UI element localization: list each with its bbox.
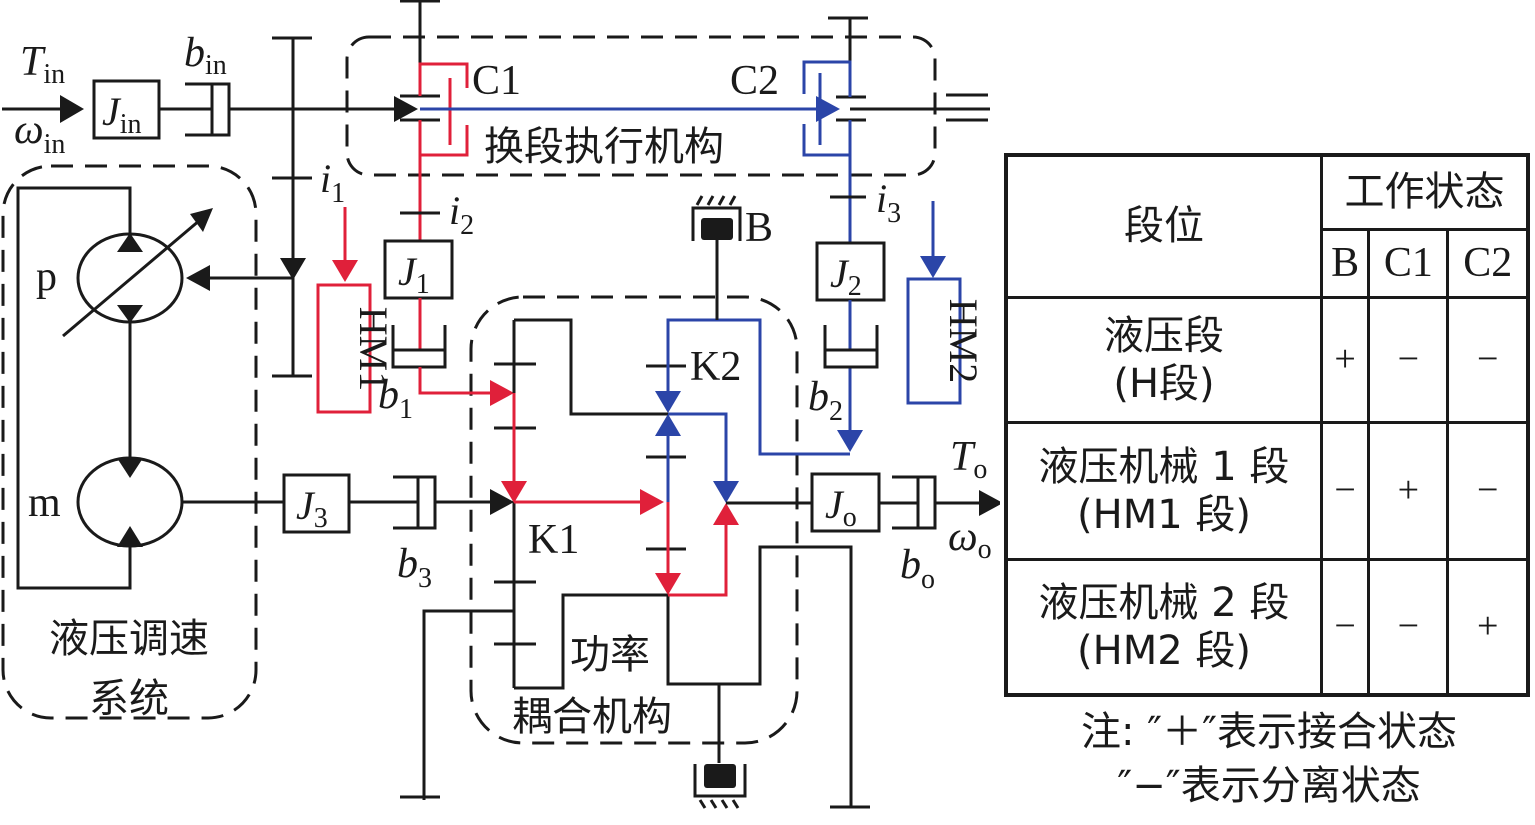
header-col-c2: C2 xyxy=(1446,227,1530,299)
hydraulic-lines xyxy=(16,186,285,590)
output-speed-label: ωo xyxy=(948,514,992,565)
damper-b3-label: b3 xyxy=(397,541,432,594)
row-label: 液压机械 1 段(HM1 段) xyxy=(1004,420,1323,561)
hydraulic-system-group xyxy=(1,164,258,720)
gear-ratio-i3: i3 xyxy=(876,176,901,229)
input-speed-label: ωin xyxy=(14,107,65,160)
row-label: 液压段(H段) xyxy=(1004,295,1323,424)
damper-b1-label: b1 xyxy=(378,372,413,425)
planetary-k2-label: K2 xyxy=(690,344,741,390)
output-inertia-label: Jo xyxy=(825,482,857,533)
hm2-label: HM2 xyxy=(941,299,986,383)
gear-ratio-i2: i2 xyxy=(449,188,474,241)
state-cell: + xyxy=(1319,295,1371,424)
clutch-c2-label: C2 xyxy=(730,58,779,104)
planetary-k1 xyxy=(400,318,870,809)
hydraulic-system-label-2: 系统 xyxy=(89,676,169,722)
gear-ratio-i1: i1 xyxy=(320,156,345,209)
state-cell: − xyxy=(1446,420,1530,561)
input-inertia-label: Jin xyxy=(102,89,142,140)
table-row-hm2: 液压机械 2 段(HM2 段) − − + xyxy=(1004,557,1530,697)
motor-output-shaft xyxy=(282,473,514,534)
shift-state-table: 段位 工作状态 B C1 C2 液压段(H段) + − − 液压机械 1 段(H… xyxy=(1004,153,1530,697)
header-col-b: B xyxy=(1319,227,1371,299)
state-cell: − xyxy=(1319,557,1371,697)
power-coupling-label-2: 耦合机构 xyxy=(512,694,672,740)
damper-b2-label: b2 xyxy=(808,374,843,427)
input-shaft xyxy=(2,79,418,140)
row-label: 液压机械 2 段(HM2 段) xyxy=(1004,557,1323,697)
hm1-path-upper xyxy=(418,367,498,395)
input-torque-label: Tin xyxy=(20,39,65,90)
power-coupling-label-1: 功率 xyxy=(570,632,650,678)
header-gear-position: 段位 xyxy=(1004,153,1323,299)
motor-label: m xyxy=(28,480,61,526)
clutch-c2 xyxy=(802,16,990,246)
inertia-j2-label: J2 xyxy=(830,251,862,302)
hydraulic-system-label-1: 液压调速 xyxy=(49,616,209,662)
power-coupling-group xyxy=(469,295,799,745)
state-cell: − xyxy=(1319,420,1371,561)
gear-i1 xyxy=(186,36,312,378)
inertia-j2 xyxy=(815,241,886,452)
shift-mechanism-group xyxy=(345,35,937,177)
hm1-label-box xyxy=(316,283,372,414)
state-cell: + xyxy=(1367,420,1450,561)
inertia-j1 xyxy=(383,239,454,393)
transmission-schematic: Tin ωin Jin bin i1 i2 i3 J1 J2 J3 b1 b2 … xyxy=(1,0,1000,809)
shift-mechanism-label: 换段执行机构 xyxy=(484,124,724,170)
state-cell: − xyxy=(1446,295,1530,424)
clutch-c1-label: C1 xyxy=(472,58,521,104)
inertia-j1-label: J1 xyxy=(398,249,430,300)
motor-m xyxy=(76,456,184,548)
hm1-arrow-in xyxy=(490,380,514,406)
input-damping-label: bin xyxy=(184,30,227,81)
hm2-label-box xyxy=(906,277,962,405)
output-shaft xyxy=(810,472,1000,533)
output-torque-label: To xyxy=(950,434,987,485)
note-line-2: ″−″表示分离状态 xyxy=(1117,763,1421,809)
state-cell: − xyxy=(1367,295,1450,424)
clutch-c1 xyxy=(400,0,469,241)
pump-label: p xyxy=(36,254,57,300)
state-cell: + xyxy=(1446,557,1530,697)
pump-p xyxy=(62,208,213,338)
table-row-h: 液压段(H段) + − − xyxy=(1004,295,1530,424)
hm2-indicator-arrow xyxy=(920,256,946,278)
output-damping-label: bo xyxy=(900,542,935,595)
planetary-k2 xyxy=(646,320,812,809)
header-working-state: 工作状态 xyxy=(1320,153,1530,231)
hm1-label: HM1 xyxy=(351,307,396,391)
state-cell: − xyxy=(1367,557,1450,697)
header-col-c1: C1 xyxy=(1367,227,1450,299)
brake-b xyxy=(691,195,742,320)
hm1-indicator-arrow xyxy=(332,260,358,282)
planetary-k1-label: K1 xyxy=(528,517,579,563)
brake-b-label: B xyxy=(745,205,773,251)
note-line-1: 注: ″＋″表示接合状态 xyxy=(1080,709,1458,755)
table-row-hm1: 液压机械 1 段(HM1 段) − + − xyxy=(1004,420,1530,561)
inertia-j3-label: J3 xyxy=(296,483,328,534)
